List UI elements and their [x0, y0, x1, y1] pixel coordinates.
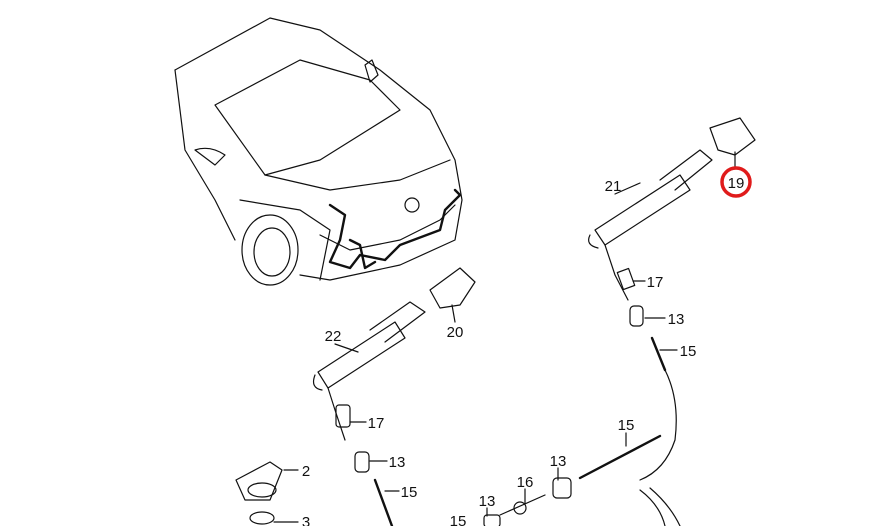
callout-22: 22 — [325, 328, 342, 345]
callout-13: 13 — [479, 493, 496, 510]
callout-13: 13 — [550, 453, 567, 470]
callout-20: 20 — [447, 324, 464, 341]
telescopic-cylinder-21 — [588, 149, 713, 249]
highlight-ring-19 — [720, 166, 752, 198]
car-illustration — [174, 17, 463, 286]
callout-15: 15 — [401, 484, 418, 501]
telescopic-cylinder-22 — [312, 301, 426, 391]
callout-13: 13 — [668, 311, 685, 328]
callout-3: 3 — [302, 514, 310, 526]
callout-17: 17 — [368, 415, 385, 432]
callout-2: 2 — [302, 463, 310, 480]
callout-labels: 19 21 17 13 15 22 20 17 13 15 2 3 13 16 13 15 15 — [302, 175, 745, 526]
callout-15: 15 — [618, 417, 635, 434]
callout-21: 21 — [605, 178, 622, 195]
washer-nozzle-cap-20 — [429, 267, 476, 309]
leader-lines — [273, 151, 736, 523]
callout-19[interactable]: 19 — [728, 175, 745, 192]
hoses-and-connectors — [327, 244, 681, 526]
callout-15: 15 — [680, 343, 697, 360]
strainer-3 — [249, 511, 275, 525]
callout-15: 15 — [450, 513, 467, 526]
reservoir-cap-2 — [235, 461, 283, 501]
washer-nozzle-cap-19 — [709, 117, 756, 156]
callout-16: 16 — [517, 474, 534, 491]
callout-17: 17 — [647, 274, 664, 291]
callout-13: 13 — [389, 454, 406, 471]
